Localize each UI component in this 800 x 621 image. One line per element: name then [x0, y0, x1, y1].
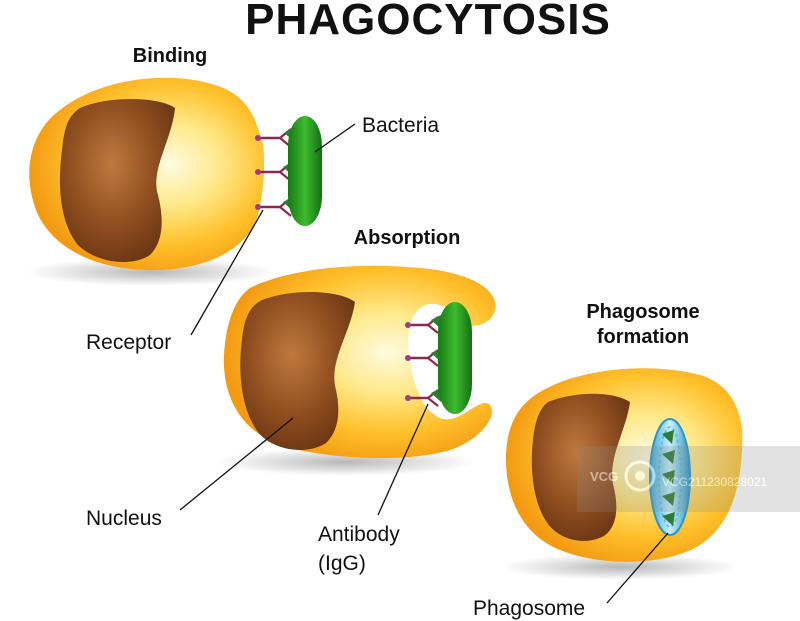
- phagosome-formation-stage: Phagosome formation: [500, 301, 743, 580]
- watermark: VCG VCG211230828021: [577, 446, 800, 512]
- watermark-id: VCG211230828021: [662, 475, 768, 489]
- nucleus: [59, 98, 175, 263]
- bacteria-label: Bacteria: [362, 114, 439, 137]
- binding-heading: Binding: [133, 45, 207, 67]
- cell-shadow: [25, 258, 275, 286]
- nucleus-label: Nucleus: [86, 507, 162, 530]
- binding-stage: Binding: [25, 45, 322, 286]
- phagosome-bacteria: [658, 426, 682, 528]
- phagosome-leader: [606, 532, 669, 604]
- absorption-heading: Absorption: [354, 227, 461, 249]
- bacteria: [438, 302, 472, 414]
- receptor-leader: [190, 209, 264, 336]
- phagosome-formation-heading: Phagosome: [586, 301, 699, 323]
- watermark-brand: VCG: [590, 469, 618, 484]
- antibody-label-line2: (IgG): [318, 552, 366, 575]
- bacteria-leader: [314, 123, 356, 153]
- watermark-logo-icon: [624, 460, 656, 492]
- nucleus: [531, 393, 630, 541]
- nucleus-leader: [179, 417, 294, 511]
- phagosome-label: Phagosome: [473, 597, 585, 620]
- antibody-fragments: [662, 430, 675, 526]
- phagosome-formation-heading-line2: formation: [597, 326, 689, 348]
- watermark-band: [577, 446, 800, 512]
- bacteria: [288, 116, 322, 226]
- absorption-stage: Absorption: [215, 227, 496, 476]
- antibody-label: Antibody: [318, 523, 400, 546]
- receptor: [405, 388, 441, 407]
- cell-shadow: [500, 554, 740, 580]
- page-title: PHAGOCYTOSIS: [245, 0, 611, 44]
- antibody-leader: [377, 403, 429, 516]
- receptor-label: Receptor: [86, 331, 171, 354]
- nucleus: [240, 291, 355, 450]
